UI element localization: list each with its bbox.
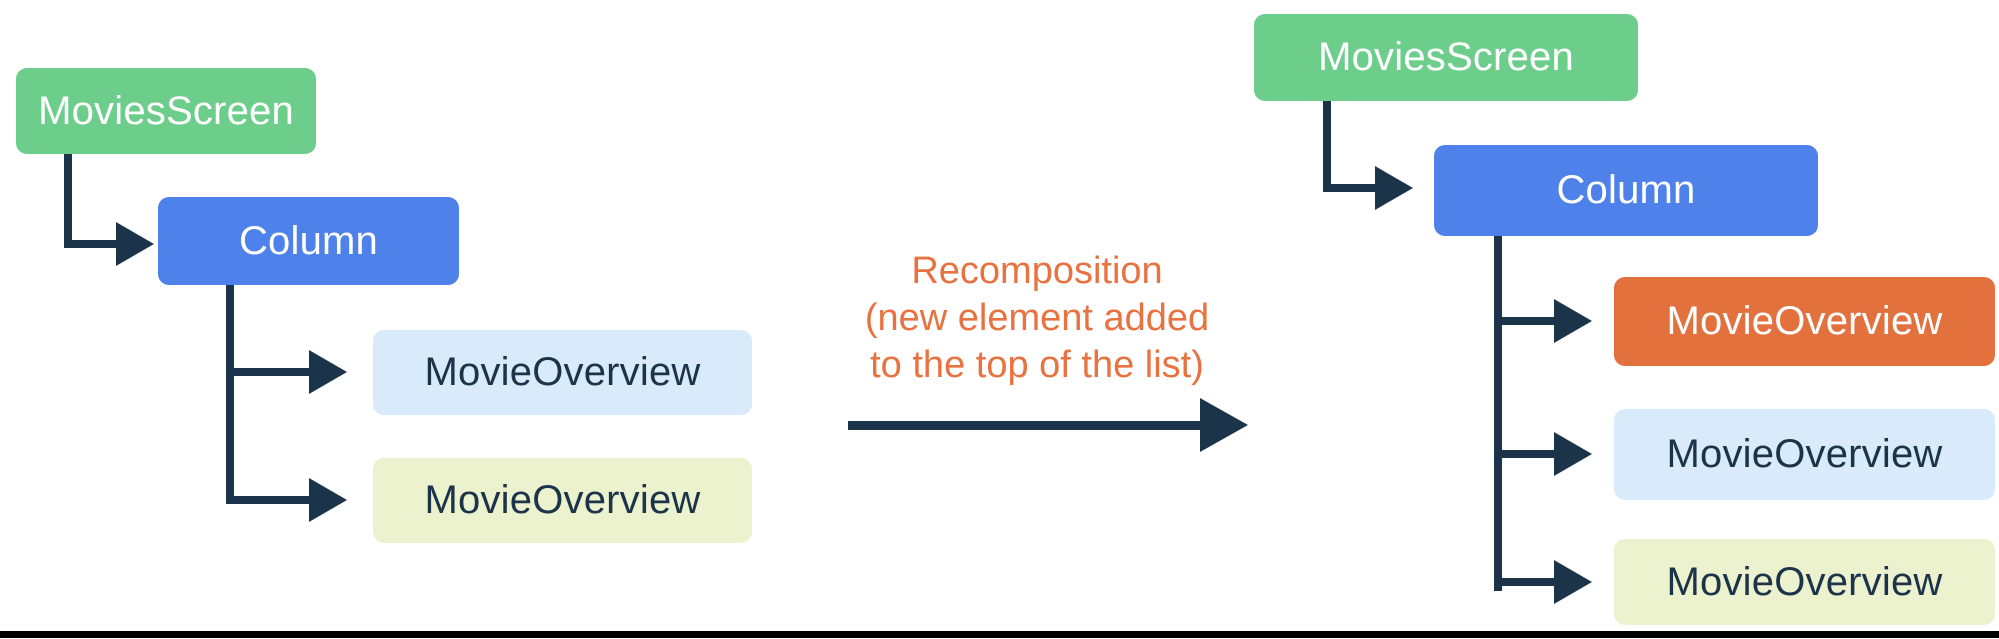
- arrow-right-icon: [309, 478, 347, 522]
- right-connector-child1-horizontal: [1494, 317, 1558, 325]
- right-node-movieoverview-new: MovieOverview: [1614, 277, 1995, 366]
- right-node-movieoverview-2: MovieOverview: [1614, 409, 1995, 500]
- left-node-moviesscreen: MoviesScreen: [16, 68, 316, 154]
- right-connector-child3-horizontal: [1494, 578, 1558, 586]
- recomposition-label-line2: (new element added: [864, 297, 1210, 339]
- left-connector-column-vertical: [226, 285, 234, 504]
- left-node-movieoverview-1: MovieOverview: [373, 330, 752, 415]
- right-connector-child2-horizontal: [1494, 450, 1558, 458]
- recomposition-arrow-head-icon: [1200, 398, 1248, 452]
- recomposition-arrow-shaft: [848, 421, 1204, 430]
- left-connector-root-vertical: [64, 154, 72, 248]
- recomposition-label: Recomposition (new element added to the …: [837, 248, 1237, 389]
- arrow-right-icon: [1554, 560, 1592, 604]
- left-connector-child1-horizontal: [226, 368, 312, 376]
- right-node-movieoverview-3: MovieOverview: [1614, 539, 1995, 625]
- left-node-column: Column: [158, 197, 459, 285]
- right-connector-column-vertical: [1494, 236, 1502, 591]
- recomposition-label-line1: Recomposition: [911, 250, 1163, 292]
- bottom-divider: [0, 631, 1999, 638]
- arrow-right-icon: [309, 350, 347, 394]
- right-connector-root-vertical: [1323, 101, 1331, 192]
- right-connector-root-horizontal: [1323, 184, 1377, 192]
- arrow-right-icon: [1375, 166, 1413, 210]
- recomposition-label-line3: to the top of the list): [870, 344, 1204, 386]
- left-node-movieoverview-2: MovieOverview: [373, 458, 752, 543]
- right-node-column: Column: [1434, 145, 1818, 236]
- left-connector-root-horizontal: [64, 240, 120, 248]
- arrow-right-icon: [116, 222, 154, 266]
- right-node-moviesscreen: MoviesScreen: [1254, 14, 1638, 101]
- arrow-right-icon: [1554, 432, 1592, 476]
- arrow-right-icon: [1554, 299, 1592, 343]
- left-connector-child2-horizontal: [226, 496, 312, 504]
